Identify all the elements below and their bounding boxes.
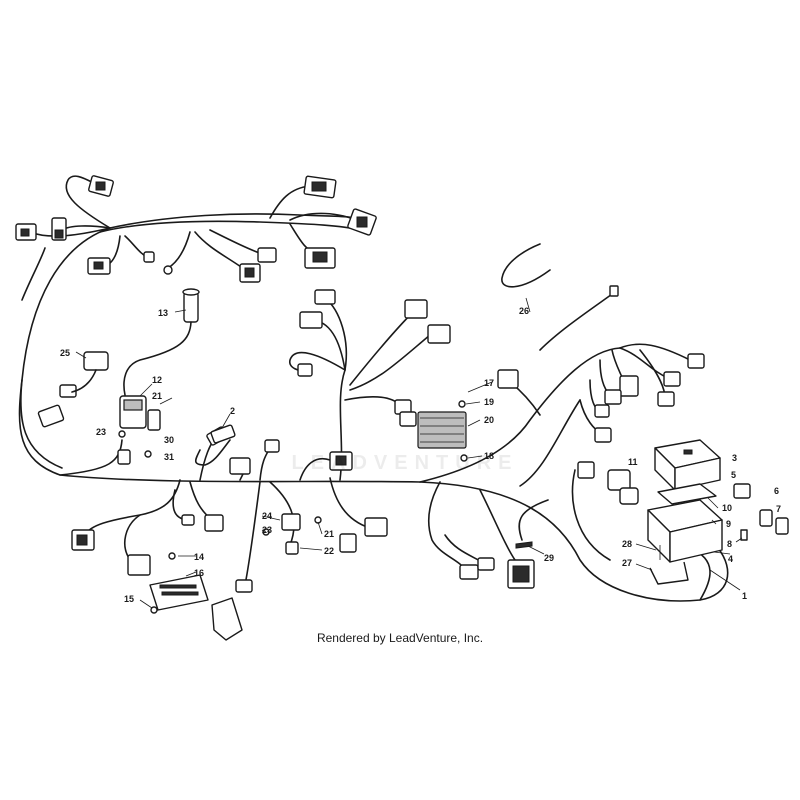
callout-1: 1 bbox=[742, 591, 747, 601]
callout-3: 3 bbox=[732, 453, 737, 463]
callout-6: 6 bbox=[774, 486, 779, 496]
callout-20: 20 bbox=[484, 415, 494, 425]
components bbox=[71, 243, 789, 641]
callout-leaders bbox=[75, 297, 743, 609]
callout-22: 22 bbox=[324, 546, 334, 556]
callout-27: 27 bbox=[622, 558, 632, 568]
callout-26: 26 bbox=[519, 306, 529, 316]
callout-30: 30 bbox=[164, 435, 174, 445]
callout-24: 24 bbox=[262, 511, 272, 521]
callout-23-lower: 23 bbox=[262, 525, 272, 535]
callout-31: 31 bbox=[164, 452, 174, 462]
credit-text: Rendered by LeadVenture, Inc. bbox=[316, 631, 484, 645]
callout-23-upper: 23 bbox=[96, 427, 106, 437]
callout-8: 8 bbox=[727, 539, 732, 549]
callout-4: 4 bbox=[728, 554, 733, 564]
callout-9: 9 bbox=[726, 519, 731, 529]
callout-13: 13 bbox=[158, 308, 168, 318]
callout-11: 11 bbox=[628, 457, 638, 467]
callout-17: 17 bbox=[484, 378, 494, 388]
callout-18: 18 bbox=[484, 451, 494, 461]
callout-16: 16 bbox=[194, 568, 204, 578]
callout-28: 28 bbox=[622, 539, 632, 549]
callout-2: 2 bbox=[230, 406, 235, 416]
callout-25: 25 bbox=[60, 348, 70, 358]
callout-12: 12 bbox=[152, 375, 162, 385]
callout-19: 19 bbox=[484, 397, 494, 407]
right-upper-branches bbox=[509, 343, 691, 433]
callout-5: 5 bbox=[731, 470, 736, 480]
callout-14: 14 bbox=[194, 552, 204, 562]
callout-21-upper: 21 bbox=[152, 391, 162, 401]
callout-10: 10 bbox=[722, 503, 732, 513]
callout-15: 15 bbox=[124, 594, 134, 604]
callout-7: 7 bbox=[776, 504, 781, 514]
callout-labels: 1 2 3 4 5 6 7 8 9 10 11 12 13 14 15 16 1… bbox=[60, 306, 781, 604]
callout-21-lower: 21 bbox=[324, 529, 334, 539]
watermark-text: LEADVENTURE bbox=[291, 452, 519, 474]
callout-29: 29 bbox=[544, 553, 554, 563]
